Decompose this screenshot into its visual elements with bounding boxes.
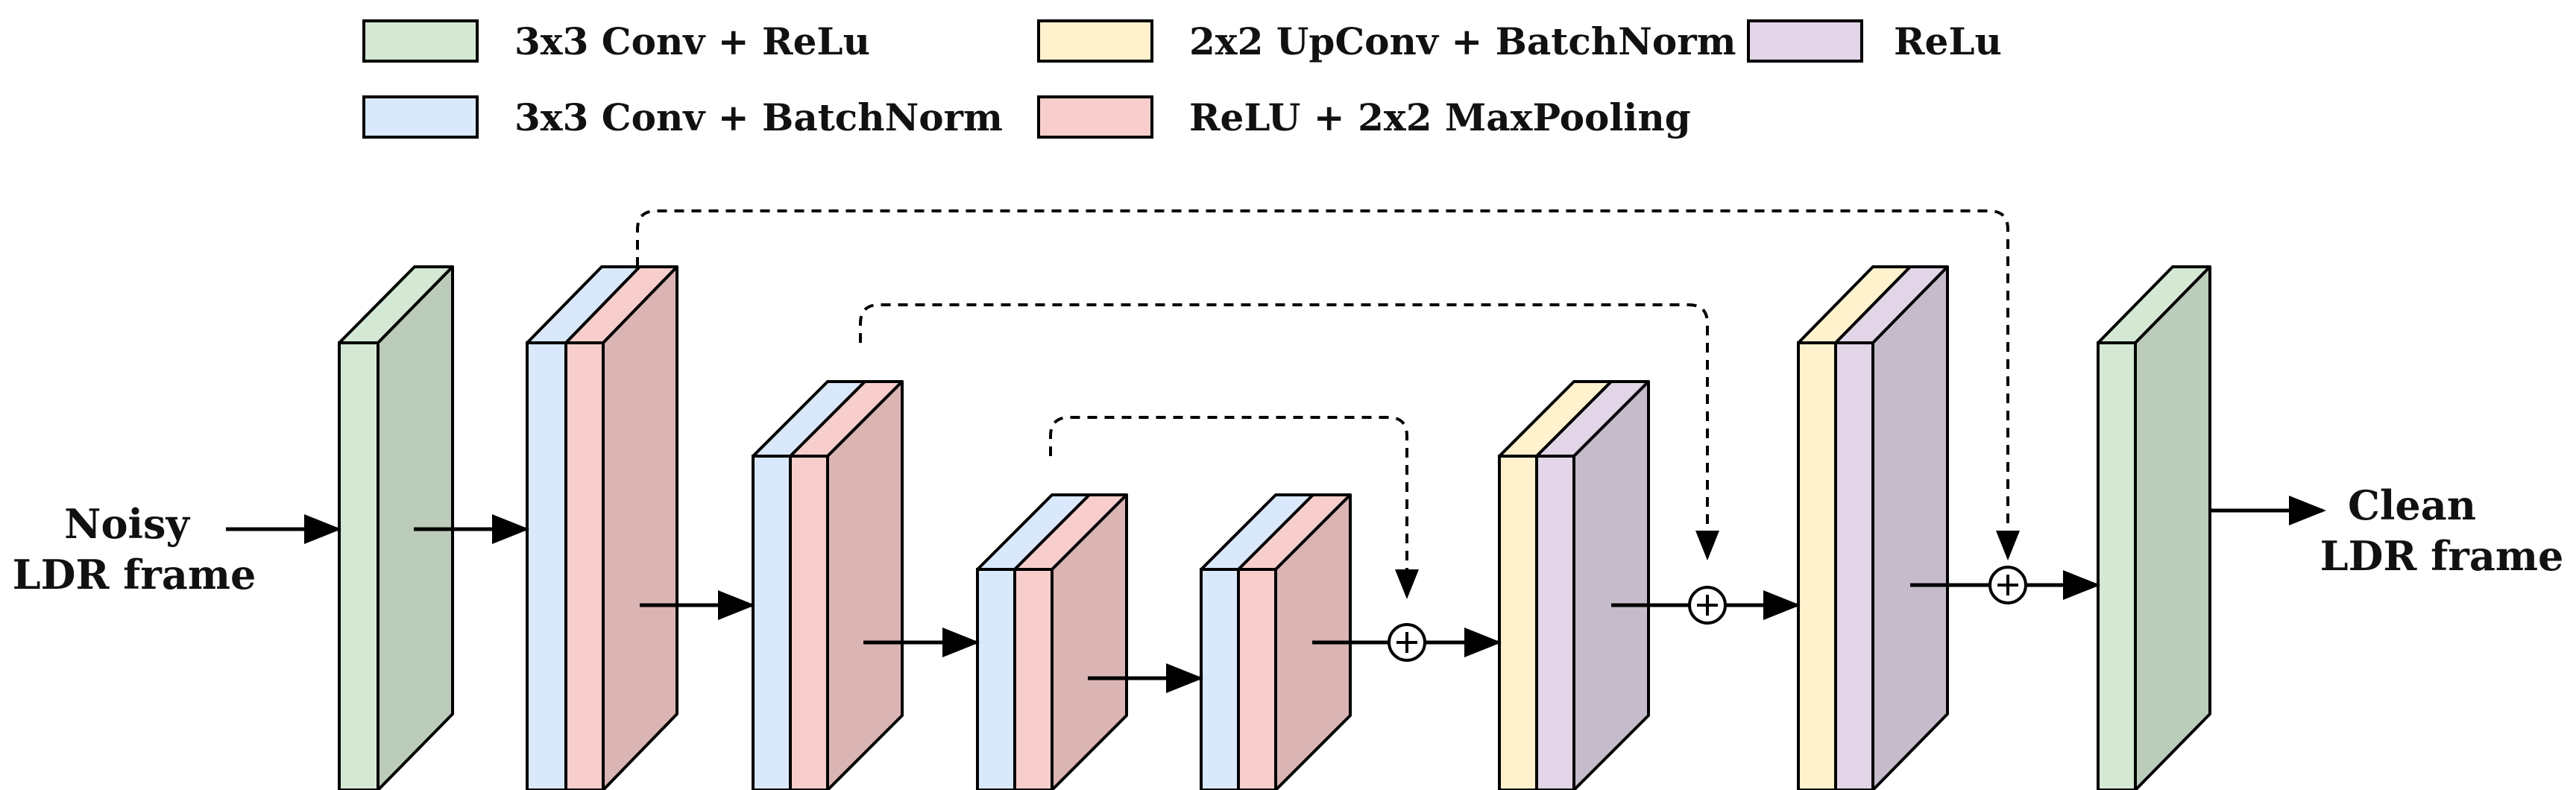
legend-item-conv-relu: 3x3 Conv + ReLu <box>362 19 870 63</box>
legend-item-relu-maxpool: ReLU + 2x2 MaxPooling <box>1037 95 1691 139</box>
layer-conv-batchnorm <box>526 341 567 790</box>
legend-label-conv-relu: 3x3 Conv + ReLu <box>514 19 870 63</box>
decoder-block-2 <box>1797 265 1949 790</box>
decoder-block-1-side <box>1572 380 1650 790</box>
legend-swatch-conv-batchnorm <box>362 95 479 139</box>
layer-conv-batchnorm <box>1200 568 1240 790</box>
layer-upconv-batchnorm <box>1797 341 1837 790</box>
input-label-line2: LDR frame <box>13 551 256 598</box>
layer-relu <box>1535 455 1575 790</box>
layer-relu-maxpool <box>564 341 605 790</box>
add-node-1 <box>1388 623 1426 662</box>
legend-item-conv-batchnorm: 3x3 Conv + BatchNorm <box>362 95 1003 139</box>
plus-icon <box>1997 575 2018 595</box>
legend-label-upconv-batchnorm: 2x2 UpConv + BatchNorm <box>1189 19 1736 63</box>
encoder-block-2 <box>752 380 904 790</box>
legend-swatch-conv-relu <box>362 19 479 63</box>
decoder-block-1 <box>1498 380 1650 790</box>
layer-relu-maxpool <box>1237 568 1277 790</box>
layer-upconv-batchnorm <box>1498 455 1538 790</box>
layer-conv-batchnorm <box>976 568 1016 790</box>
add-node-2 <box>1688 586 1727 625</box>
skip-connection-encoder3-to-decoder1 <box>1049 416 1419 599</box>
layer-relu-maxpool <box>1013 568 1054 790</box>
encoder-block-1 <box>526 265 678 790</box>
encoder-block-2-side <box>826 380 904 790</box>
encoder-block-3-side <box>1051 493 1128 790</box>
skip-connections <box>636 209 2020 599</box>
output-label-line1: Clean <box>2348 481 2476 529</box>
input-label: Noisy LDR frame <box>13 500 256 598</box>
legend: 3x3 Conv + ReLu 3x3 Conv + BatchNorm 2x2… <box>362 19 2002 139</box>
legend-item-upconv-batchnorm: 2x2 UpConv + BatchNorm <box>1037 19 1736 63</box>
output-conv-block-side <box>2134 265 2211 790</box>
encoder-block-1-side <box>602 265 678 790</box>
layer-conv-relu <box>338 341 380 790</box>
legend-label-relu: ReLu <box>1894 19 2002 63</box>
forward-arrows <box>226 496 2326 693</box>
legend-label-conv-batchnorm: 3x3 Conv + BatchNorm <box>514 95 1003 139</box>
skip-connection-encoder2-to-decoder2 <box>859 303 1719 560</box>
legend-swatch-relu-maxpool <box>1037 95 1153 139</box>
layer-conv-relu <box>2097 341 2137 790</box>
plus-icon <box>1697 595 1718 616</box>
legend-swatch-relu <box>1747 19 1863 63</box>
output-label: Clean LDR frame <box>2320 481 2564 580</box>
decoder-block-2-side <box>1871 265 1949 790</box>
output-label-line2: LDR frame <box>2320 532 2564 580</box>
layer-relu <box>1834 341 1874 790</box>
legend-label-relu-maxpool: ReLU + 2x2 MaxPooling <box>1189 95 1691 139</box>
legend-swatch-upconv-batchnorm <box>1037 19 1153 63</box>
layer-conv-batchnorm <box>752 455 792 790</box>
legend-item-relu: ReLu <box>1747 19 2002 63</box>
input-label-line1: Noisy <box>64 500 190 548</box>
add-node-3 <box>1988 566 2027 604</box>
plus-icon <box>1396 632 1417 653</box>
output-conv-block <box>2097 265 2211 790</box>
layer-relu-maxpool <box>789 455 829 790</box>
encoder-block-3 <box>976 493 1128 790</box>
